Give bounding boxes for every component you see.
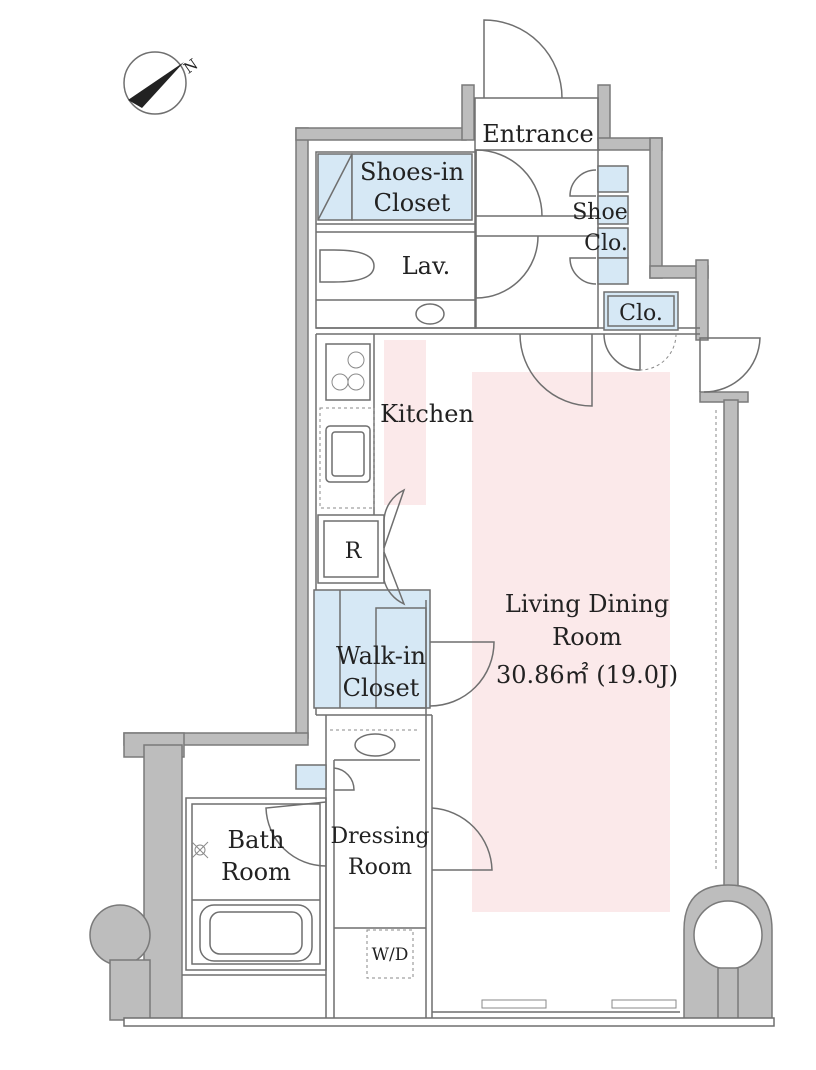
bath-label-2: Room bbox=[221, 858, 291, 886]
shower-icon bbox=[191, 841, 209, 859]
compass: N bbox=[123, 51, 201, 115]
living-dining-label-1: Living Dining bbox=[505, 590, 669, 618]
kitchen-label: Kitchen bbox=[380, 400, 474, 428]
washer-dryer-box bbox=[366, 929, 414, 979]
compass-north-label: N bbox=[180, 55, 201, 77]
fixtures bbox=[191, 249, 445, 979]
north-arrow-icon bbox=[128, 62, 184, 108]
toilet-icon bbox=[319, 249, 375, 283]
closets bbox=[317, 153, 679, 331]
walk-in-closet-label-1: Walk-in bbox=[336, 642, 426, 670]
shoe-closet-label-2: Clo. bbox=[584, 231, 628, 256]
sink-icon bbox=[415, 303, 445, 325]
washer-dryer-label: W/D bbox=[372, 945, 409, 965]
living-room-highlight bbox=[384, 340, 670, 912]
living-dining-label-2: Room bbox=[552, 623, 622, 651]
shoes-in-closet-label-2: Closet bbox=[374, 189, 451, 217]
interior-lines bbox=[182, 97, 717, 1018]
kitchen-sink-icon bbox=[319, 407, 375, 509]
walk-in-closet-label-2: Closet bbox=[343, 674, 420, 702]
lavatory-label: Lav. bbox=[402, 252, 451, 280]
front-door-swing bbox=[483, 19, 563, 99]
shoe-closet-label-1: Shoe bbox=[572, 200, 628, 225]
bath-label-1: Bath bbox=[227, 826, 284, 854]
closet-label: Clo. bbox=[619, 301, 663, 326]
doors bbox=[265, 19, 761, 871]
washbasin-icon bbox=[354, 733, 396, 757]
refrigerator-label: R bbox=[345, 539, 363, 564]
walls bbox=[89, 84, 775, 1027]
entrance-label: Entrance bbox=[482, 120, 594, 148]
dressing-label-1: Dressing bbox=[330, 824, 429, 849]
dressing-label-2: Room bbox=[348, 855, 412, 880]
living-dining-area-label: 30.86㎡ (19.0J) bbox=[496, 661, 678, 689]
shoes-in-closet-label-1: Shoes-in bbox=[360, 158, 464, 186]
stove-icon bbox=[325, 343, 371, 401]
room-labels: Entrance Shoes-in Closet Shoe Clo. Clo. … bbox=[221, 120, 678, 965]
